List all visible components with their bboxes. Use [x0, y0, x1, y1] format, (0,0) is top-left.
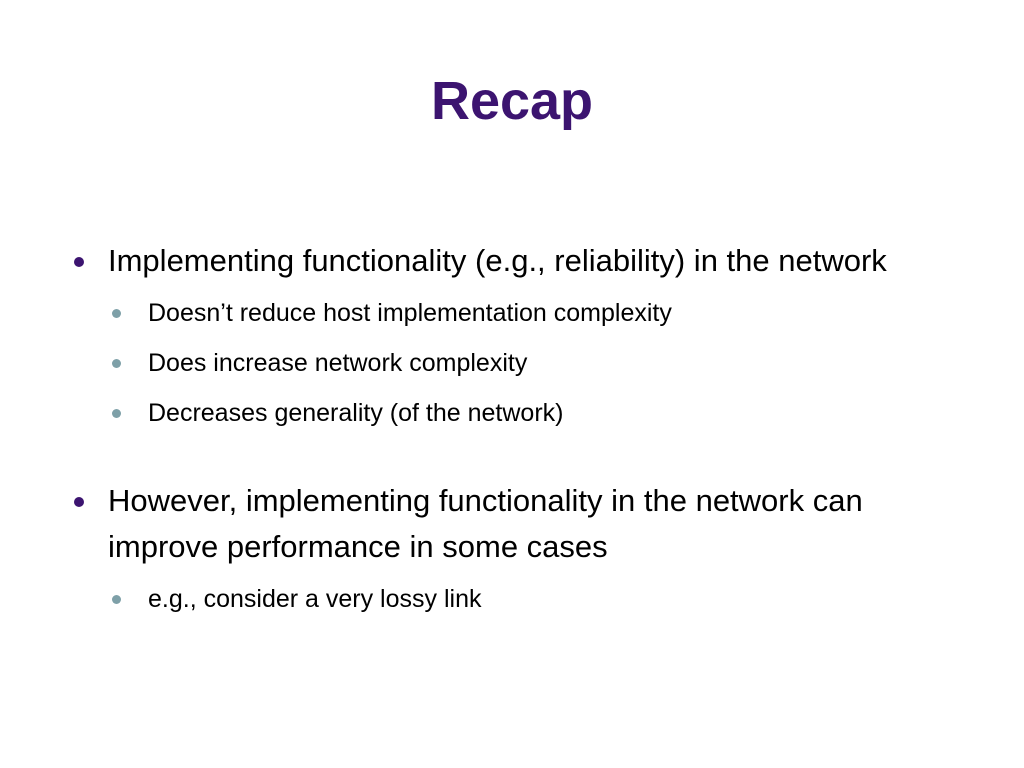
sub-bullet-text: Decreases generality (of the network)	[148, 399, 564, 427]
sub-bullet-text: e.g., consider a very lossy link	[148, 585, 482, 613]
sub-bullet-dot-icon	[112, 409, 121, 418]
sub-bullet-dot-icon	[112, 359, 121, 368]
bullet-item: Implementing functionality (e.g., reliab…	[72, 238, 972, 284]
bullet-item: However, implementing functionality in t…	[72, 478, 972, 570]
sub-bullet-text: Doesn’t reduce host implementation compl…	[148, 299, 672, 327]
sub-bullet-list: Doesn’t reduce host implementation compl…	[72, 288, 972, 438]
sub-bullet-text: Does increase network complexity	[148, 349, 528, 377]
bullet-dot-icon	[74, 497, 84, 507]
bullet-text: Implementing functionality (e.g., reliab…	[108, 243, 887, 278]
sub-bullet-item: Decreases generality (of the network)	[110, 388, 972, 438]
sub-bullet-list: e.g., consider a very lossy link	[72, 574, 972, 624]
spacer	[72, 438, 972, 478]
bullet-dot-icon	[74, 257, 84, 267]
sub-bullet-item: Doesn’t reduce host implementation compl…	[110, 288, 972, 338]
sub-bullet-dot-icon	[112, 595, 121, 604]
bullet-text: However, implementing functionality in t…	[108, 483, 863, 564]
sub-bullet-item: Does increase network complexity	[110, 338, 972, 388]
slide-title: Recap	[430, 71, 594, 131]
sub-bullet-dot-icon	[112, 309, 121, 318]
sub-bullet-item: e.g., consider a very lossy link	[110, 574, 972, 624]
bullet-list: Implementing functionality (e.g., reliab…	[72, 238, 972, 624]
